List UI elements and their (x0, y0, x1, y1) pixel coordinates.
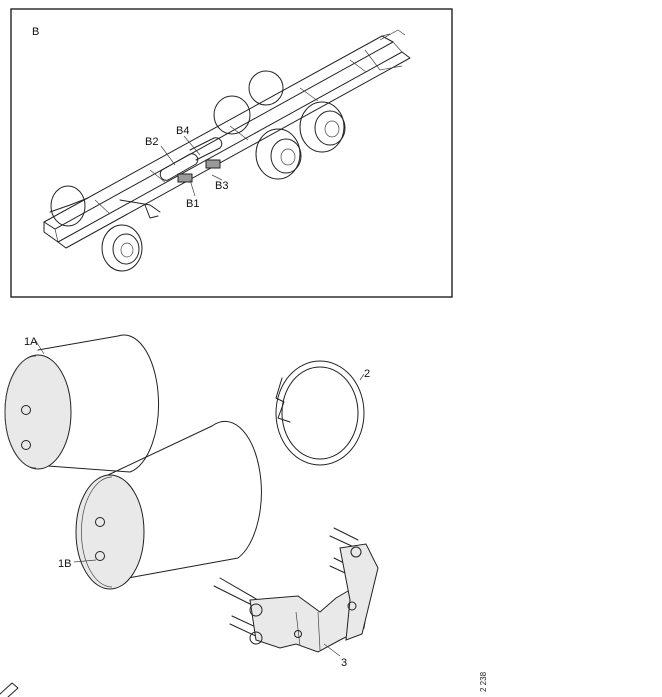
air-tank-1b: 1B (58, 420, 262, 590)
label-2: 2 (364, 368, 370, 380)
inset-callout-leaders (160, 135, 223, 197)
chassis-air-tanks (159, 137, 223, 183)
label-1b: 1B (58, 558, 71, 570)
corner-mark-icon (0, 682, 19, 697)
front-wheel-right (101, 224, 143, 272)
callout-b1: B1 (186, 198, 199, 210)
inset-b-panel: B (10, 8, 453, 298)
label-1a: 1A (24, 336, 38, 348)
tensioning-strap-2: 2 (275, 360, 370, 466)
label-3: 3 (341, 657, 347, 669)
callout-b2: B2 (145, 136, 158, 148)
figure-number: 2 238 (479, 671, 488, 692)
inset-title: B (32, 26, 39, 38)
rear-wheels (213, 70, 346, 180)
air-tank-1a: 1A (4, 334, 160, 473)
callout-b4: B4 (176, 125, 189, 137)
mounting-bracket-3: 3 (213, 527, 379, 669)
front-wheel-left (50, 185, 86, 227)
callout-b3: B3 (215, 180, 228, 192)
